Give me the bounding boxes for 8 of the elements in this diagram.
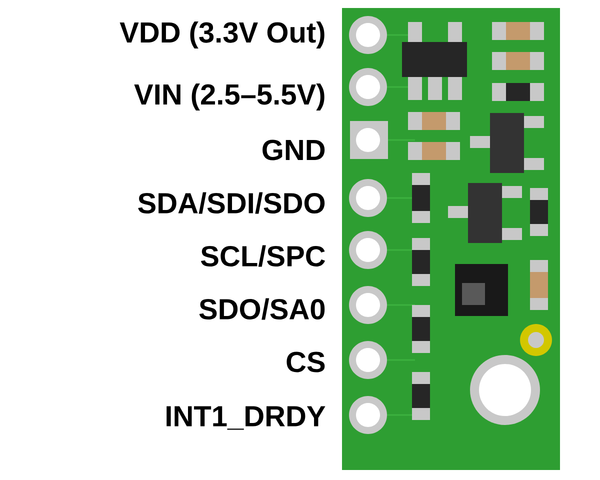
pin-label: SDO/SA0 — [199, 298, 325, 320]
pin-label: GND — [262, 140, 325, 160]
pin-label: VDD (3.3V Out) — [120, 21, 324, 49]
pin-label: SCL/SPC — [200, 245, 326, 267]
pin-label: INT1_DRDY — [166, 406, 326, 430]
pin-label: CS — [286, 352, 325, 372]
pin-label: SDA/SDI/SDO — [138, 192, 325, 214]
pin-label: VIN (2.5–5.5V) — [134, 83, 324, 111]
